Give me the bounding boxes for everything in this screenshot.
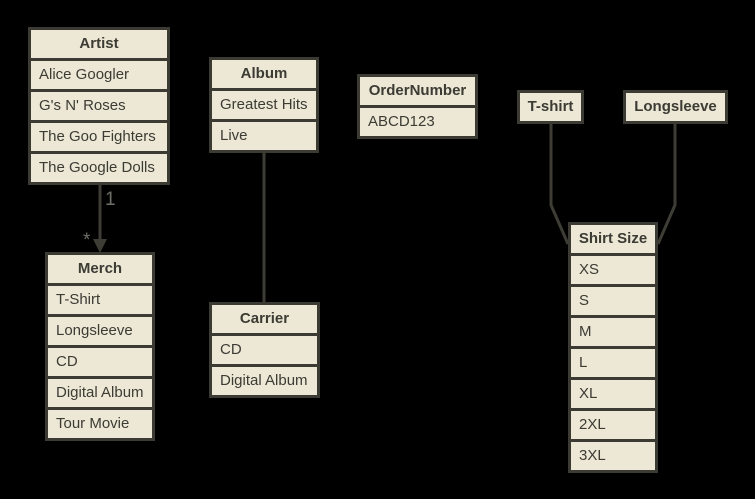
entity-merch-row: Tour Movie [48,410,152,438]
entity-album-row: Greatest Hits [212,91,316,119]
entity-merch-row: Digital Album [48,379,152,407]
entity-album: Album Greatest Hits Live [209,57,319,153]
edge-label-asterisk: * [83,230,91,251]
entity-artist: Artist Alice Googler G's N' Roses The Go… [28,27,170,185]
entity-merch-title: Merch [48,255,152,283]
entity-carrier-title: Carrier [212,305,317,333]
entity-carrier-row: Digital Album [212,367,317,395]
arrow-down-icon [93,239,107,253]
entity-shirt-size-row: 2XL [571,411,655,439]
entity-merch: Merch T-Shirt Longsleeve CD Digital Albu… [45,252,155,441]
entity-order-number-title: OrderNumber [360,77,475,105]
entity-artist-title: Artist [31,30,167,58]
entity-longsleeve-title: Longsleeve [626,93,725,121]
entity-album-row: Live [212,122,316,150]
tshirt-shirtsize-connector [549,123,570,245]
entity-carrier-row: CD [212,336,317,364]
entity-shirt-size-row: XL [571,380,655,408]
entity-order-number: OrderNumber ABCD123 [357,74,478,139]
entity-longsleeve: Longsleeve [623,90,728,124]
entity-shirt-size-row: S [571,287,655,315]
longsleeve-shirtsize-connector [656,123,677,245]
entity-artist-row: The Google Dolls [31,154,167,182]
entity-album-title: Album [212,60,316,88]
edge-label-one: 1 [105,189,116,210]
entity-shirt-size-row: M [571,318,655,346]
entity-tshirt-title: T-shirt [520,93,581,121]
entity-order-number-row: ABCD123 [360,108,475,136]
entity-shirt-size-title: Shirt Size [571,225,655,253]
entity-merch-row: CD [48,348,152,376]
entity-carrier: Carrier CD Digital Album [209,302,320,398]
entity-artist-row: The Goo Fighters [31,123,167,151]
entity-artist-row: Alice Googler [31,61,167,89]
entity-merch-row: T-Shirt [48,286,152,314]
entity-merch-row: Longsleeve [48,317,152,345]
entity-shirt-size-row: 3XL [571,442,655,470]
entity-shirt-size-row: L [571,349,655,377]
entity-artist-row: G's N' Roses [31,92,167,120]
entity-tshirt: T-shirt [517,90,584,124]
entity-shirt-size-row: XS [571,256,655,284]
entity-shirt-size: Shirt Size XS S M L XL 2XL 3XL [568,222,658,473]
